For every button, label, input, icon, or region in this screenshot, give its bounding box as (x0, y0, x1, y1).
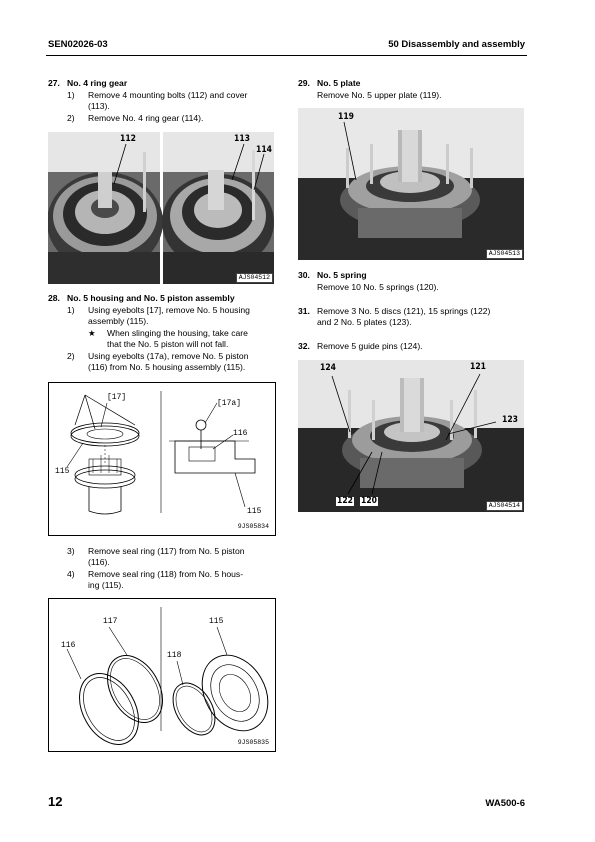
step-27-item-2-number: 2) (67, 113, 75, 123)
step-27-number: 27. (48, 78, 60, 88)
label-120: 120 (360, 496, 378, 506)
step-32-number: 32. (298, 341, 310, 351)
document-code: SEN02026-03 (48, 39, 108, 50)
label-116: 116 (61, 641, 76, 650)
step-31-text: Remove 3 No. 5 discs (121), 15 springs (… (317, 306, 491, 316)
step-27-item-1-number: 1) (67, 90, 75, 100)
guide-pins-photo: 124 121 123 122 120 AJS04514 (298, 360, 524, 512)
step-30-text: Remove 10 No. 5 springs (120). (317, 282, 439, 292)
step-28-item-1-text: Using eyebolts [17], remove No. 5 housin… (88, 305, 250, 315)
figure-code: AJS04514 (485, 501, 523, 511)
ring-gear-photo: 112 113 114 AJS04512 (48, 132, 274, 284)
caution-star: ★ (88, 328, 96, 338)
step-28-item-3-text: Remove seal ring (117) from No. 5 piston (88, 546, 245, 556)
step-27-item-2-text: Remove No. 4 ring gear (114). (88, 113, 204, 123)
seal-ring-diagram: 117 115 116 118 9JS05835 (48, 598, 276, 752)
step-28-item-4-number: 4) (67, 569, 75, 579)
label-113: 113 (234, 134, 250, 144)
label-117: 117 (103, 617, 118, 626)
label-123: 123 (502, 415, 518, 425)
eyebolt-diagram: [17] [17a] 116 115 115 9JS05834 (48, 382, 276, 536)
label-eyebolt-17a: [17a] (217, 399, 242, 408)
label-124: 124 (320, 363, 336, 373)
step-28-item-2-number: 2) (67, 351, 75, 361)
step-28-item-4-text-cont: ing (115). (88, 580, 124, 590)
label-eyebolt-17: [17] (107, 393, 127, 402)
step-29-text: Remove No. 5 upper plate (119). (317, 90, 442, 100)
figure-code: AJS04512 (235, 273, 273, 283)
header-rule (46, 55, 527, 56)
step-28-title: No. 5 housing and No. 5 piston assembly (67, 293, 235, 303)
label-116: 116 (233, 429, 248, 438)
step-29-number: 29. (298, 78, 310, 88)
figure-code: 9JS05835 (237, 739, 269, 746)
step-28-item-2-text-cont: (116) from No. 5 housing assembly (115). (88, 362, 246, 372)
step-31-number: 31. (298, 306, 310, 316)
label-122: 122 (336, 496, 354, 506)
caution-note-cont: that the No. 5 piston will not fall. (107, 339, 229, 349)
step-30-number: 30. (298, 270, 310, 280)
page-number: 12 (48, 794, 63, 809)
step-28-item-3-text-cont: (116). (88, 557, 110, 567)
step-28-item-1-number: 1) (67, 305, 75, 315)
step-27-title: No. 4 ring gear (67, 78, 128, 88)
step-28-item-3-number: 3) (67, 546, 75, 556)
label-118: 118 (167, 651, 182, 660)
label-115-left: 115 (55, 467, 70, 476)
label-115-right: 115 (247, 507, 262, 516)
step-27-item-1-text-cont: (113). (88, 101, 110, 111)
label-115: 115 (209, 617, 224, 626)
label-119: 119 (338, 112, 354, 122)
step-28-number: 28. (48, 293, 60, 303)
label-114: 114 (256, 145, 272, 155)
step-31-text-cont: and 2 No. 5 plates (123). (317, 317, 412, 327)
label-121: 121 (470, 362, 486, 372)
section-title: 50 Disassembly and assembly (388, 39, 525, 50)
caution-note: When slinging the housing, take care (107, 328, 248, 338)
figure-code: AJS04513 (485, 249, 523, 259)
step-28-item-4-text: Remove seal ring (118) from No. 5 hous- (88, 569, 244, 579)
step-27-item-1-text: Remove 4 mounting bolts (112) and cover (88, 90, 248, 100)
figure-code: 9JS05834 (237, 523, 269, 530)
step-28-item-2-text: Using eyebolts (17a), remove No. 5 pisto… (88, 351, 249, 361)
machine-model: WA500-6 (485, 798, 525, 809)
step-30-title: No. 5 spring (317, 270, 367, 280)
no5-plate-photo: 119 AJS04513 (298, 108, 524, 260)
step-29-title: No. 5 plate (317, 78, 361, 88)
step-32-text: Remove 5 guide pins (124). (317, 341, 423, 351)
label-112: 112 (120, 134, 136, 144)
step-28-item-1-text-cont: assembly (115). (88, 316, 149, 326)
